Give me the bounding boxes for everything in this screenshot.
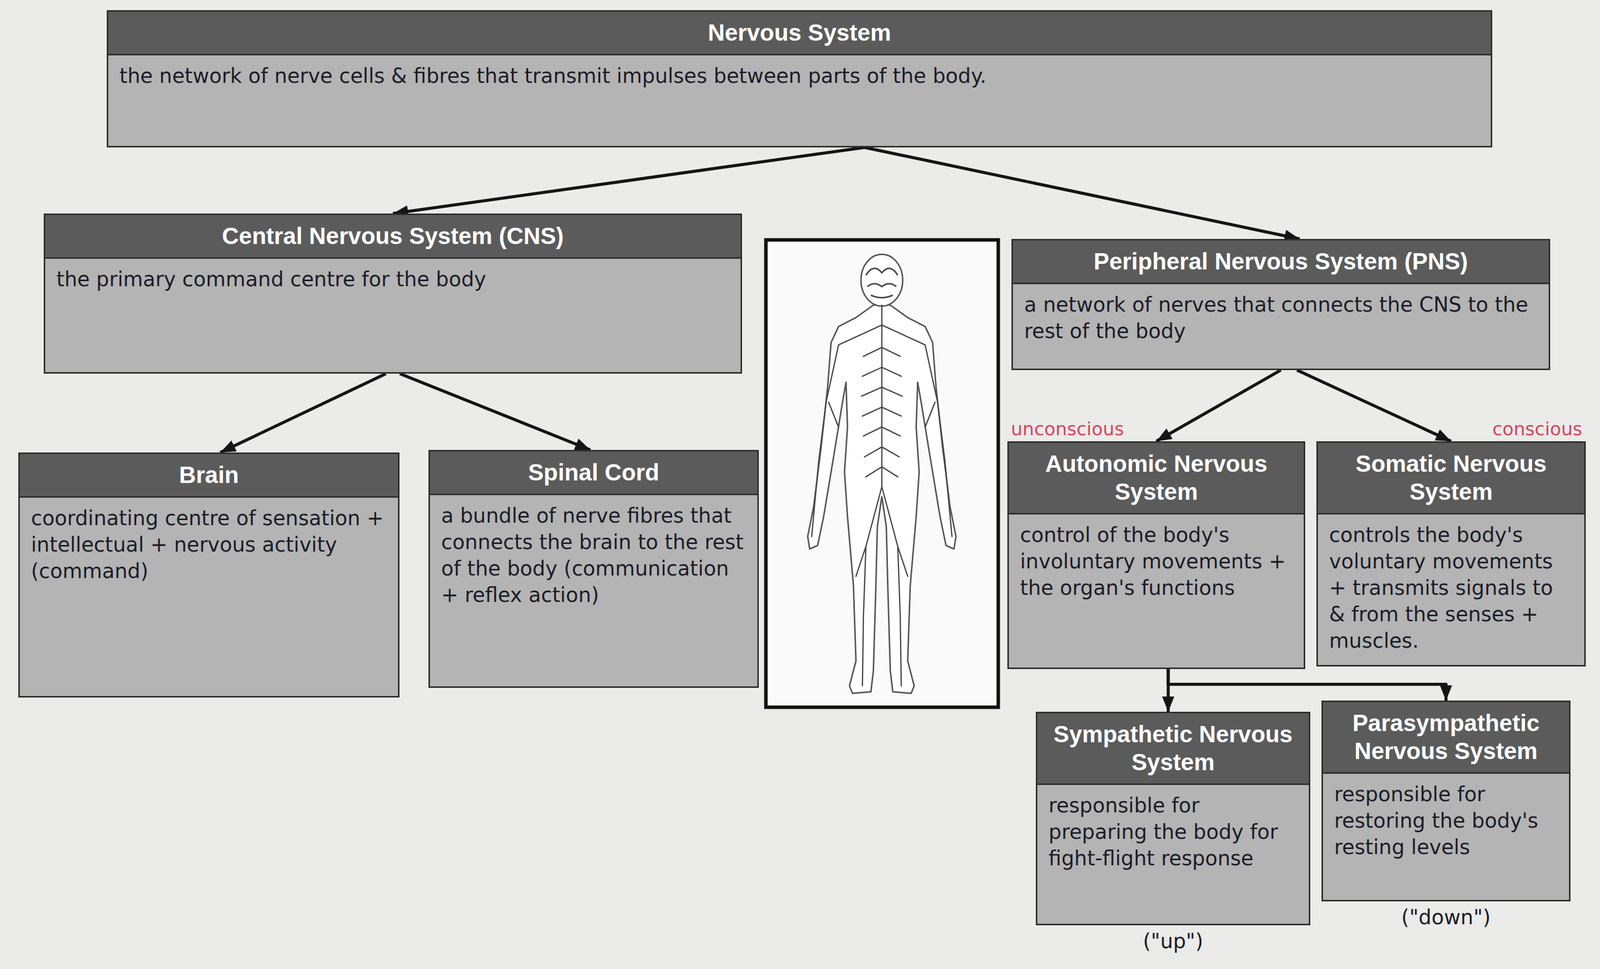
hierarchy-arrow <box>392 147 865 214</box>
box-heading: Brain <box>19 453 398 498</box>
body-outline <box>807 304 957 694</box>
body-illustration <box>763 232 1001 715</box>
box-heading: Autonomic Nervous System <box>1008 442 1304 515</box>
box-description: a network of nerves that connects the CN… <box>1012 284 1549 369</box>
box-heading: Nervous System <box>108 11 1491 56</box>
hierarchy-arrow <box>1167 668 1446 701</box>
box-description: responsible for preparing the body for f… <box>1037 784 1309 924</box>
side-note: ("up") <box>1037 928 1309 953</box>
concept-box: Nervous Systemthe network of nerve cells… <box>106 10 1493 148</box>
hierarchy-arrow <box>1156 370 1281 442</box>
box-description: control of the body's involuntary moveme… <box>1008 514 1304 668</box>
hierarchy-arrow <box>864 147 1300 239</box>
concept-box: Braincoordinating centre of sensation + … <box>18 452 400 698</box>
box-description: controls the body's voluntary movements … <box>1317 514 1585 665</box>
concept-box: Sympathetic Nervous Systemresponsible fo… <box>1035 711 1311 926</box>
hierarchy-arrow <box>1297 370 1452 442</box>
side-note: unconscious <box>1010 417 1124 440</box>
concept-box: consciousSomatic Nervous Systemcontrols … <box>1316 441 1586 667</box>
side-note: ("down") <box>1322 904 1569 930</box>
head-outline <box>860 254 903 306</box>
box-description: the primary command centre for the body <box>45 258 741 373</box>
concept-box: Central Nervous System (CNS)the primary … <box>43 213 743 374</box>
concept-box: unconsciousAutonomic Nervous Systemcontr… <box>1007 441 1306 669</box>
box-heading: Central Nervous System (CNS) <box>45 214 741 259</box>
box-description: coordinating centre of sensation + intel… <box>19 497 398 696</box>
side-note: conscious <box>1492 417 1583 440</box>
hierarchy-arrow <box>400 373 591 450</box>
nerve-lines <box>811 304 952 686</box>
hierarchy-arrow <box>220 373 387 453</box>
figure-frame <box>765 239 999 707</box>
concept-box: Parasympathetic Nervous Systemresponsibl… <box>1321 700 1571 902</box>
box-description: responsible for restoring the body's res… <box>1322 773 1569 900</box>
box-heading: Parasympathetic Nervous System <box>1322 701 1569 774</box>
box-description: the network of nerve cells & fibres that… <box>108 55 1491 146</box>
concept-box: Spinal Corda bundle of nerve fibres that… <box>428 449 759 688</box>
box-heading: Spinal Cord <box>429 451 758 496</box>
concept-box: Peripheral Nervous System (PNS)a network… <box>1011 238 1551 371</box>
box-heading: Somatic Nervous System <box>1317 442 1585 515</box>
box-description: a bundle of nerve fibres that connects t… <box>429 495 758 687</box>
box-heading: Peripheral Nervous System (PNS) <box>1012 240 1549 285</box>
box-heading: Sympathetic Nervous System <box>1037 713 1309 785</box>
brain-sketch <box>866 268 899 298</box>
